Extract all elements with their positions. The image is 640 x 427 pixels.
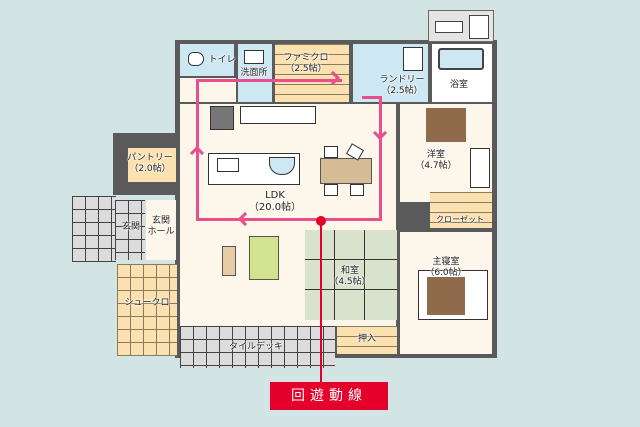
- family-closet: [275, 44, 349, 102]
- western-room-label: 洋室（4.7帖）: [415, 150, 457, 171]
- sofa: [249, 236, 279, 280]
- fridge: [210, 106, 234, 130]
- oshiire: [337, 326, 397, 354]
- oshiire-label: 押入: [357, 334, 377, 344]
- bathroom-label: 浴室: [449, 80, 469, 90]
- dining-chair: [324, 184, 338, 196]
- pantry-label: パントリー（2.0帖）: [127, 153, 173, 174]
- ldk-label: LDK（20.0帖）: [248, 190, 302, 213]
- side-table: [222, 246, 236, 276]
- desk: [470, 148, 490, 188]
- master-bedroom-label: 主寝室（6.0帖）: [425, 257, 467, 278]
- washroom-label: 洗面所: [240, 68, 268, 78]
- laundry-room: [353, 44, 428, 102]
- closet: [430, 192, 492, 228]
- closet-label: クローゼット: [436, 215, 484, 224]
- shoe-closet: [117, 264, 177, 356]
- outdoor-unit: [428, 10, 494, 42]
- bathtub-icon: [438, 48, 484, 70]
- legend-label: 回遊動線: [270, 382, 388, 410]
- dining-table: [320, 158, 372, 184]
- route-right: [379, 96, 382, 221]
- toilet-icon: [188, 52, 204, 66]
- kitchen-island: [208, 153, 300, 185]
- washroom: [238, 44, 272, 102]
- route-top: [196, 79, 342, 82]
- japanese-room-label: 和室（4.5帖）: [329, 266, 371, 287]
- shoe-closet-label: シュークロ: [124, 298, 170, 308]
- legend-pointer-dot: [316, 216, 326, 226]
- sink-icon: [269, 157, 295, 175]
- entrance-label: 玄関: [121, 222, 141, 232]
- entrance-hall-label: 玄関ホール: [147, 216, 175, 237]
- family-closet-label: ファミクロ（2.5帖）: [283, 53, 329, 74]
- entrance-hall: [146, 200, 176, 260]
- laundry-label: ランドリー（2.5帖）: [379, 75, 425, 96]
- toilet-label: トイレ: [208, 55, 236, 65]
- western-room: [400, 104, 492, 202]
- master-bedroom: [400, 232, 492, 354]
- bathroom: [432, 44, 492, 102]
- entrance: [115, 200, 145, 260]
- tile-deck-label: タイルデッキ: [228, 342, 284, 352]
- route-left: [196, 79, 199, 221]
- bed: [418, 270, 488, 320]
- tile-deck: [180, 326, 335, 368]
- kitchen-cabinet: [240, 106, 316, 124]
- legend-pointer-line: [320, 222, 322, 382]
- pantry: [128, 148, 176, 182]
- route-laundry: [362, 96, 382, 99]
- bed: [426, 108, 466, 142]
- entrance-porch: [72, 196, 116, 262]
- route-bottom: [196, 218, 382, 221]
- dining-chair: [350, 184, 364, 196]
- stove-icon: [217, 158, 239, 172]
- toilet-room: [180, 44, 234, 76]
- dining-chair: [324, 146, 338, 158]
